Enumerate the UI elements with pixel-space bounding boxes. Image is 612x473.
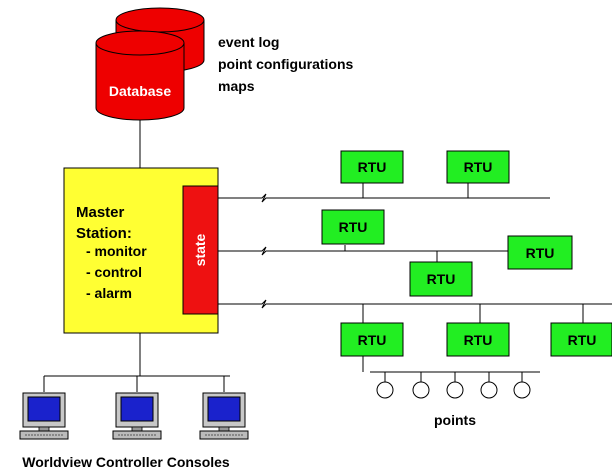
monitor-icon (199, 392, 249, 440)
rtu-box: RTU (340, 322, 404, 357)
rtu-label: RTU (526, 245, 555, 261)
point-circle (376, 381, 394, 399)
point-circle (412, 381, 430, 399)
rtu-box: RTU (550, 322, 612, 357)
master-function: - alarm (86, 285, 132, 301)
rtu-label: RTU (358, 159, 387, 175)
state-label: state (192, 233, 208, 266)
rtu-label: RTU (358, 332, 387, 348)
point-circle (513, 381, 531, 399)
rtu-box: RTU (409, 261, 473, 297)
master-function: - monitor (86, 243, 147, 259)
database-note: maps (218, 78, 255, 94)
rtu-label: RTU (427, 271, 456, 287)
rtu-label: RTU (464, 159, 493, 175)
rtu-label: RTU (339, 219, 368, 235)
points-label: points (434, 412, 476, 428)
monitor-icon (19, 392, 69, 440)
rtu-box: RTU (321, 209, 385, 245)
point-circle (480, 381, 498, 399)
database-notes: event log point configurations maps (218, 34, 354, 94)
database-note: event log (218, 34, 279, 50)
rtu-box: RTU (446, 322, 510, 357)
rtu-box: RTU (507, 235, 573, 270)
database-note: point configurations (218, 56, 354, 72)
rtu-label: RTU (464, 332, 493, 348)
database-label: Database (109, 83, 171, 99)
master-station-title: Master (76, 204, 125, 221)
rtu-group: RTU RTU RTU RTU RTU RTU RTU RTU (321, 150, 612, 357)
rtu-box: RTU (340, 150, 404, 184)
console-monitors (19, 392, 249, 440)
point-circle (446, 381, 464, 399)
master-station-title: Station: (76, 225, 132, 242)
connection-lines (43, 120, 612, 392)
point-circles (376, 381, 531, 399)
master-function: - control (86, 264, 142, 280)
rtu-label: RTU (568, 332, 597, 348)
state-block (182, 185, 219, 315)
consoles-label: Worldview Controller Consoles (22, 454, 230, 470)
rtu-box: RTU (446, 150, 510, 184)
database-cylinder: Database (95, 7, 205, 121)
master-station: Master Station: - monitor - control - al… (63, 167, 219, 334)
monitor-icon (112, 392, 162, 440)
